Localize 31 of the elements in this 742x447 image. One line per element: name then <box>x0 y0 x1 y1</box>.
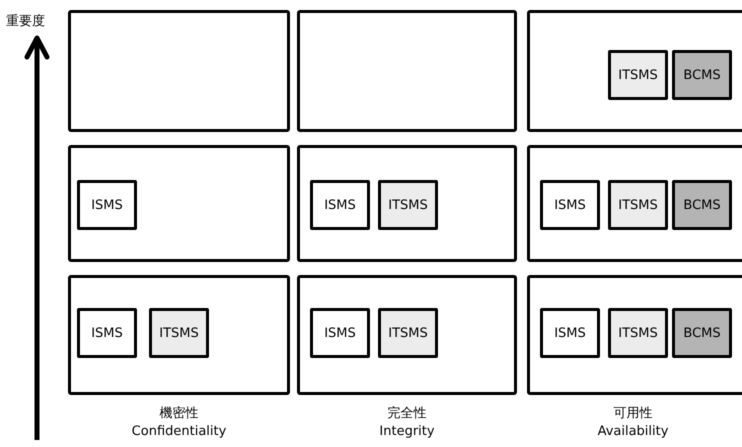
column-label: Availability <box>598 424 668 439</box>
standard-box: ITSMS <box>608 50 668 100</box>
column-label: 完全性 <box>388 405 426 422</box>
matrix-cell <box>527 275 742 395</box>
axis-label: 重要度 <box>6 13 45 30</box>
standard-box: ITSMS <box>378 308 438 358</box>
standard-box: ITSMS <box>608 308 668 358</box>
standard-box: ITSMS <box>149 308 209 358</box>
matrix-cell <box>297 275 517 395</box>
standard-box: BCMS <box>672 50 732 100</box>
standard-box: ISMS <box>540 308 600 358</box>
matrix-cell <box>68 145 290 262</box>
standard-box: ITSMS <box>378 180 438 230</box>
column-label: 機密性 <box>160 405 198 422</box>
standard-box: ISMS <box>77 180 137 230</box>
matrix-cell <box>527 10 742 132</box>
matrix-cell <box>297 145 517 262</box>
column-label: 可用性 <box>614 405 652 422</box>
matrix-cell <box>68 275 290 395</box>
standard-box: ISMS <box>540 180 600 230</box>
matrix-cell <box>527 145 742 262</box>
column-label: Integrity <box>379 424 435 439</box>
standard-box: BCMS <box>672 180 732 230</box>
standard-box: BCMS <box>672 308 732 358</box>
standard-box: ISMS <box>77 308 137 358</box>
standard-box: ISMS <box>310 180 370 230</box>
matrix-cell <box>68 10 290 132</box>
matrix-cell <box>297 10 517 132</box>
standard-box: ITSMS <box>608 180 668 230</box>
column-label: Confidentiality <box>132 424 226 439</box>
standard-box: ISMS <box>310 308 370 358</box>
